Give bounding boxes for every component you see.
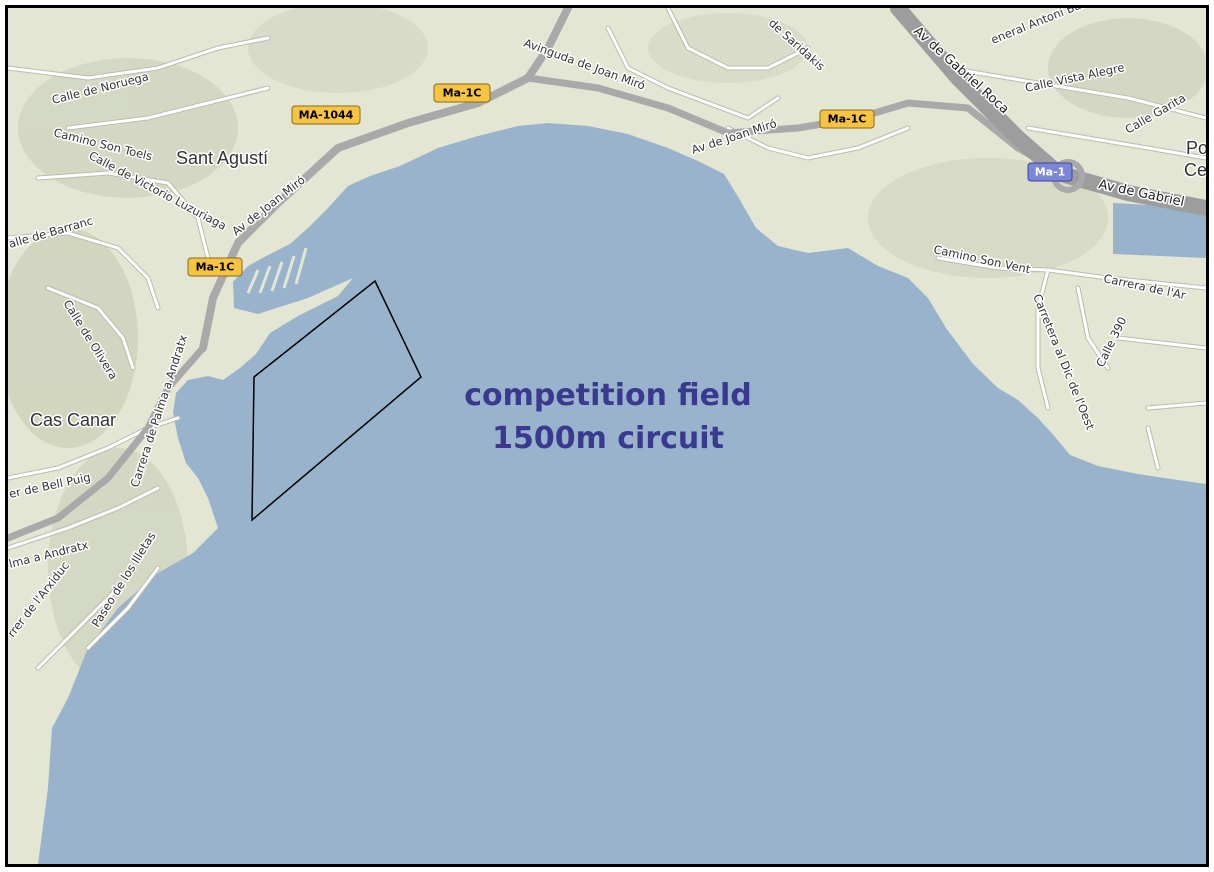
marina-piers (246, 247, 308, 294)
shield-ma1c-left-label: Ma-1C (196, 261, 235, 274)
shield-ma1: Ma-1 (1027, 162, 1073, 182)
place-label-cas-canar: Cas Canar (30, 410, 116, 430)
street-network (8, 8, 1206, 671)
shield-ma1c-right-label: Ma-1C (828, 113, 867, 126)
place-label-ce: Ce (1184, 160, 1206, 180)
map-frame: Calle de Noruega Camino Son Toels Calle … (5, 5, 1209, 867)
shield-ma1c-top: Ma-1C (433, 83, 491, 103)
place-labels: Sant Agustí Cas Canar Po Ce (29, 137, 1207, 432)
place-label-sant-agusti: Sant Agustí (176, 148, 268, 168)
place-label-po: Po (1186, 138, 1206, 158)
shield-ma1c-left: Ma-1C (187, 257, 243, 277)
harbour-basin (1113, 203, 1206, 258)
annotation-circuit-length: 1500m circuit (492, 421, 724, 456)
annotation-competition-field: competition field (464, 378, 751, 413)
shield-ma1c-right: Ma-1C (819, 109, 875, 129)
shield-ma1044: MA-1044 (291, 105, 361, 125)
shield-ma1044-label: MA-1044 (299, 109, 354, 122)
competition-circuit-outline (251, 279, 422, 522)
sea-bay (38, 123, 1206, 864)
shield-ma1c-top-label: Ma-1C (443, 87, 482, 100)
map-canvas: Calle de Noruega Camino Son Toels Calle … (8, 8, 1206, 864)
shield-ma1-label: Ma-1 (1035, 166, 1066, 179)
